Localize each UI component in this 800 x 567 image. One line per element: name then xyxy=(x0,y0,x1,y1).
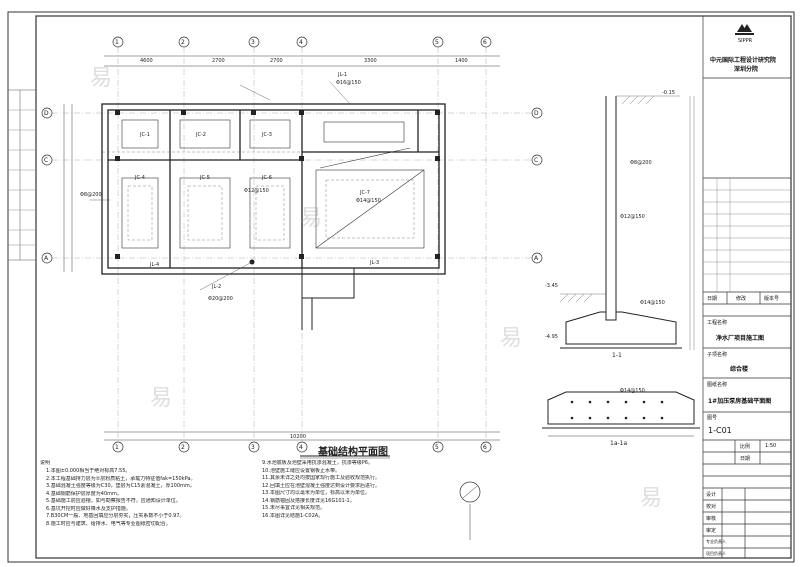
grid-4b: 4 xyxy=(299,444,303,451)
elev-bottom: -4.95 xyxy=(545,334,558,340)
beam-label: JC-4 xyxy=(135,175,145,181)
section-label-1a: 1a-1a xyxy=(610,440,628,447)
note-item: 8.施工时应与建筑、给排水、电气等专业图纸密切配合。 xyxy=(46,520,171,527)
grid-5b: 5 xyxy=(435,444,439,451)
rebar-label: Φ14@150 xyxy=(356,198,381,204)
dim-5: 1400 xyxy=(455,58,468,64)
beam-label: JC-2 xyxy=(196,132,206,138)
rebar-label: Φ8@200 xyxy=(80,192,102,198)
section-label-1: 1-1 xyxy=(612,352,622,359)
subproject-label: 子项名称 xyxy=(707,352,728,358)
note-item: 4.基础钢筋保护层厚度为40mm。 xyxy=(46,490,122,497)
grid-C: C xyxy=(44,157,49,164)
project-name: 净水厂项目施工图 xyxy=(716,335,765,342)
note-item: 7.B30CM一般、地基回填应分层夯实，压实系数不小于0.97。 xyxy=(46,513,185,519)
note-item: 13.本图尺寸均以毫米为单位，标高以米为单位。 xyxy=(262,490,370,496)
note-item: 5.基础施工前应验槽，如与勘察报告不符，应通知设计单位。 xyxy=(46,498,181,504)
rev-header-change: 修改 xyxy=(736,296,747,302)
role-design: 设计 xyxy=(706,492,717,498)
dim-1: 4600 xyxy=(140,58,153,64)
grid-2: 2 xyxy=(181,39,185,46)
grid-6: 6 xyxy=(483,39,487,46)
note-item: 15.未尽事宜详见相关规范。 xyxy=(262,505,325,511)
note-item: 1.本图±0.000相当于绝对标高7.55。 xyxy=(46,468,131,474)
elev-top: -0.15 xyxy=(662,90,675,96)
note-item: 2.本工程基础持力层为②层粉质粘土，承载力特征值fak=150kPa。 xyxy=(46,475,196,482)
note-item: 3.基础混凝土强度等级为C30，垫层为C15素混凝土，厚100mm。 xyxy=(46,483,195,489)
rebar-label: Φ14@150 xyxy=(640,300,665,306)
grid-1: 1 xyxy=(115,39,119,46)
drawing-title: 基础结构平面图 xyxy=(318,447,388,458)
note-item: 12.回填土应在池壁混凝土强度达到设计要求后进行。 xyxy=(262,482,380,489)
beam-label: JL-4 xyxy=(150,262,160,268)
drawing-no: 1-C01 xyxy=(708,426,732,435)
elev-mid: -3.45 xyxy=(545,283,558,289)
subproject-name: 综合楼 xyxy=(730,366,749,373)
dim-2: 2700 xyxy=(212,58,225,64)
role-approve: 审定 xyxy=(706,528,717,534)
rev-header-version: 版本号 xyxy=(764,296,780,302)
note-item: 14.钢筋锚固及搭接长度详见16G101-1。 xyxy=(262,497,355,504)
drawing-name: 1#加压泵房基础平面图 xyxy=(708,398,772,405)
role-project-lead: 项目负责人 xyxy=(706,551,726,556)
company-name: 中元国际工程设计研究院 xyxy=(710,57,777,64)
beam-label: JL-2 xyxy=(212,284,222,290)
drawing-name-label: 图纸名称 xyxy=(707,382,728,388)
beam-label: JC-6 xyxy=(262,175,272,181)
rebar-label: Φ14@150 xyxy=(620,388,645,394)
notes-col2: 9.水池底板及池壁采用抗渗混凝土，抗渗等级P6。 10.池壁施工缝应设置钢板止水… xyxy=(262,460,462,520)
grid-5: 5 xyxy=(435,39,439,46)
rebar-label: Φ12@150 xyxy=(244,188,269,194)
beam-label: JC-7 xyxy=(360,190,370,196)
beam-label: JC-3 xyxy=(262,132,272,138)
grid-A-right: A xyxy=(534,255,539,262)
date-label: 日期 xyxy=(740,456,751,462)
note-item: 6.基坑开挖时应做好降水及支护措施。 xyxy=(46,505,131,512)
company-logo-text: SIPPR xyxy=(738,38,753,44)
rebar-label: Φ20@200 xyxy=(208,296,233,302)
note-item: 10.池壁施工缝应设置钢板止水带。 xyxy=(262,467,340,474)
company-branch: 深圳分院 xyxy=(734,66,759,73)
beam-label: JC-5 xyxy=(200,175,210,181)
drawing-no-label: 图号 xyxy=(707,415,718,421)
notes-col1: 1.本图±0.000相当于绝对标高7.55。 2.本工程基础持力层为②层粉质粘土… xyxy=(46,468,256,528)
dim-total: 10200 xyxy=(290,434,306,440)
grid-4: 4 xyxy=(299,39,303,46)
scale-value: 1:50 xyxy=(765,443,777,449)
rebar-label: Φ12@150 xyxy=(620,214,645,220)
grid-3: 3 xyxy=(251,39,255,46)
rev-header-date: 日期 xyxy=(707,296,718,302)
note-item: 9.水池底板及池壁采用抗渗混凝土，抗渗等级P6。 xyxy=(262,460,373,466)
role-check: 校对 xyxy=(706,504,717,510)
grid-6b: 6 xyxy=(483,444,487,451)
dim-3: 2700 xyxy=(270,58,283,64)
role-discipline-lead: 专业负责人 xyxy=(706,539,726,544)
note-item: 11.其余未详之处均按国家现行施工及验收规范执行。 xyxy=(262,475,380,481)
beam-label: JL-1 xyxy=(338,72,348,78)
grid-3b: 3 xyxy=(251,444,255,451)
grid-1b: 1 xyxy=(115,444,119,451)
rebar-label: Φ16@150 xyxy=(336,80,361,86)
rebar-label: Φ8@200 xyxy=(630,160,652,166)
role-review: 审核 xyxy=(706,516,717,522)
grid-2b: 2 xyxy=(181,444,185,451)
beam-label: JL-3 xyxy=(370,260,380,266)
scale-label: 比例 xyxy=(740,444,751,450)
dim-4: 3300 xyxy=(364,58,377,64)
grid-D: D xyxy=(44,110,49,117)
notes-header: 说明 xyxy=(40,460,51,466)
grid-C-right: C xyxy=(534,157,539,164)
grid-D-right: D xyxy=(534,110,539,117)
beam-label: JC-1 xyxy=(140,132,150,138)
project-label: 工程名称 xyxy=(707,320,728,326)
note-item: 16.本图详见结施1-C02A。 xyxy=(262,512,324,519)
grid-A: A xyxy=(44,255,49,262)
